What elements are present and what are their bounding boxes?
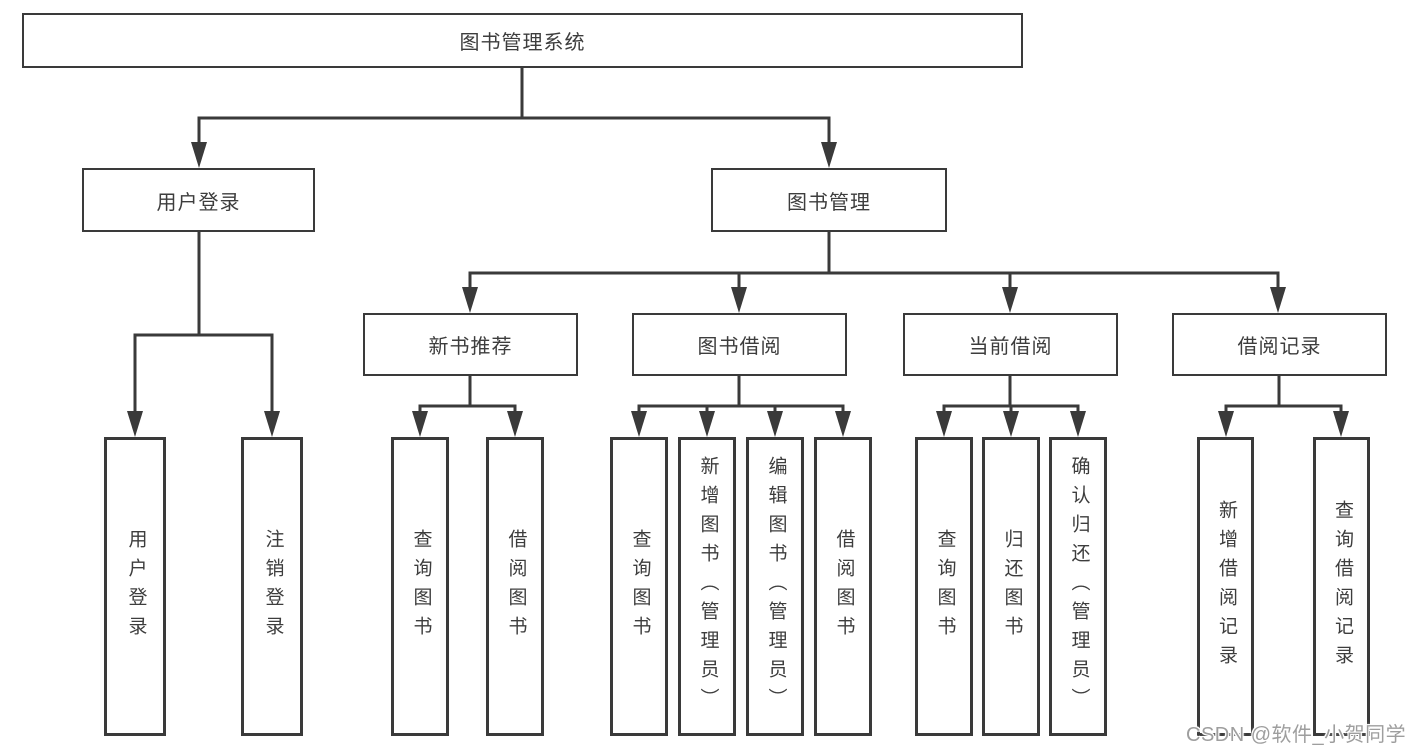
node-borrowing-records: 借阅记录 [1172, 313, 1387, 376]
node-label: 查询借阅记录 [1331, 499, 1353, 674]
leaf-logout: 注销登录 [241, 437, 303, 736]
leaf-return-books: 归还图书 [982, 437, 1040, 736]
leaf-add-borrow-record: 新增借阅记录 [1197, 437, 1254, 736]
node-user-login: 用户登录 [82, 168, 315, 232]
node-label: 借阅记录 [1237, 336, 1322, 358]
node-label: 图书管理系统 [459, 32, 586, 54]
leaf-borrow-books-recommend: 借阅图书 [486, 437, 544, 736]
csdn-watermark: CSDN @软件_小贺同学 [1186, 724, 1405, 746]
leaf-edit-books-admin: 编辑图书（管理员） [746, 437, 804, 736]
node-label: 借阅图书 [833, 528, 855, 645]
node-library-management-system: 图书管理系统 [22, 13, 1023, 68]
leaf-user-login: 用户登录 [104, 437, 166, 736]
leaf-query-books-borrow: 查询图书 [610, 437, 668, 736]
node-new-book-recommendation: 新书推荐 [363, 313, 578, 376]
leaf-add-books-admin: 新增图书（管理员） [678, 437, 736, 736]
node-label: 借阅图书 [505, 528, 527, 645]
leaf-confirm-return-admin: 确认归还（管理员） [1049, 437, 1107, 736]
node-label: 图书借阅 [697, 336, 782, 358]
node-label: 用户登录 [125, 528, 147, 645]
node-label: 用户登录 [156, 191, 241, 214]
node-label: 新增借阅记录 [1215, 499, 1237, 674]
arrowheads [127, 142, 1349, 437]
node-label: 确认归还（管理员） [1068, 456, 1090, 717]
node-label: 查询图书 [410, 528, 432, 645]
node-book-borrowing: 图书借阅 [632, 313, 847, 376]
leaf-query-books-recommend: 查询图书 [391, 437, 449, 736]
node-label: 当前借阅 [968, 336, 1053, 358]
node-label: 编辑图书（管理员） [765, 456, 787, 717]
node-label: 新书推荐 [428, 336, 513, 358]
node-label: 注销登录 [262, 528, 284, 645]
node-label: 归还图书 [1001, 528, 1023, 645]
node-book-management: 图书管理 [711, 168, 947, 232]
node-label: 图书管理 [787, 191, 871, 214]
leaf-borrow-books: 借阅图书 [814, 437, 872, 736]
node-label: 新增图书（管理员） [697, 456, 719, 717]
leaf-query-borrow-record: 查询借阅记录 [1313, 437, 1370, 736]
node-current-borrowing: 当前借阅 [903, 313, 1118, 376]
node-label: 查询图书 [629, 528, 651, 645]
leaf-query-books-current: 查询图书 [915, 437, 973, 736]
node-label: 查询图书 [934, 528, 956, 645]
